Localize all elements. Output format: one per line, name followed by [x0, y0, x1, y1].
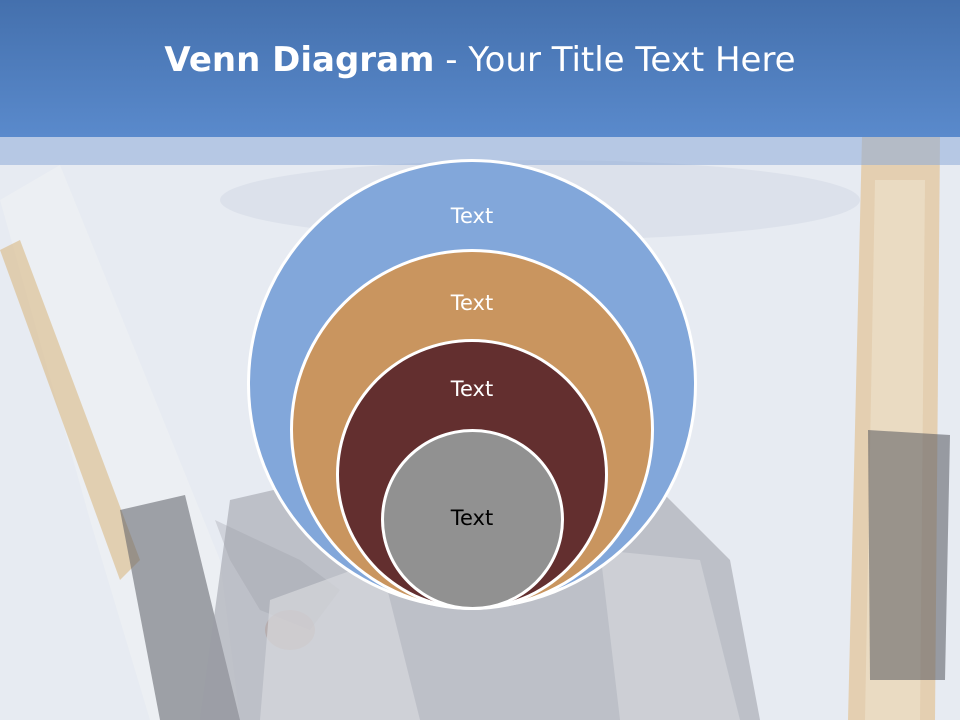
header-bar	[0, 0, 960, 137]
second-circle-label: Text	[450, 291, 494, 315]
third-circle-label: Text	[450, 377, 494, 401]
title-bold: Venn Diagram	[164, 40, 435, 80]
title-rest: - Your Title Text Here	[434, 40, 796, 80]
inner-circle	[381, 429, 564, 610]
inner-circle-label: Text	[450, 506, 494, 530]
outer-circle-label: Text	[450, 204, 494, 228]
slide-title: Venn Diagram - Your Title Text Here	[0, 40, 960, 80]
